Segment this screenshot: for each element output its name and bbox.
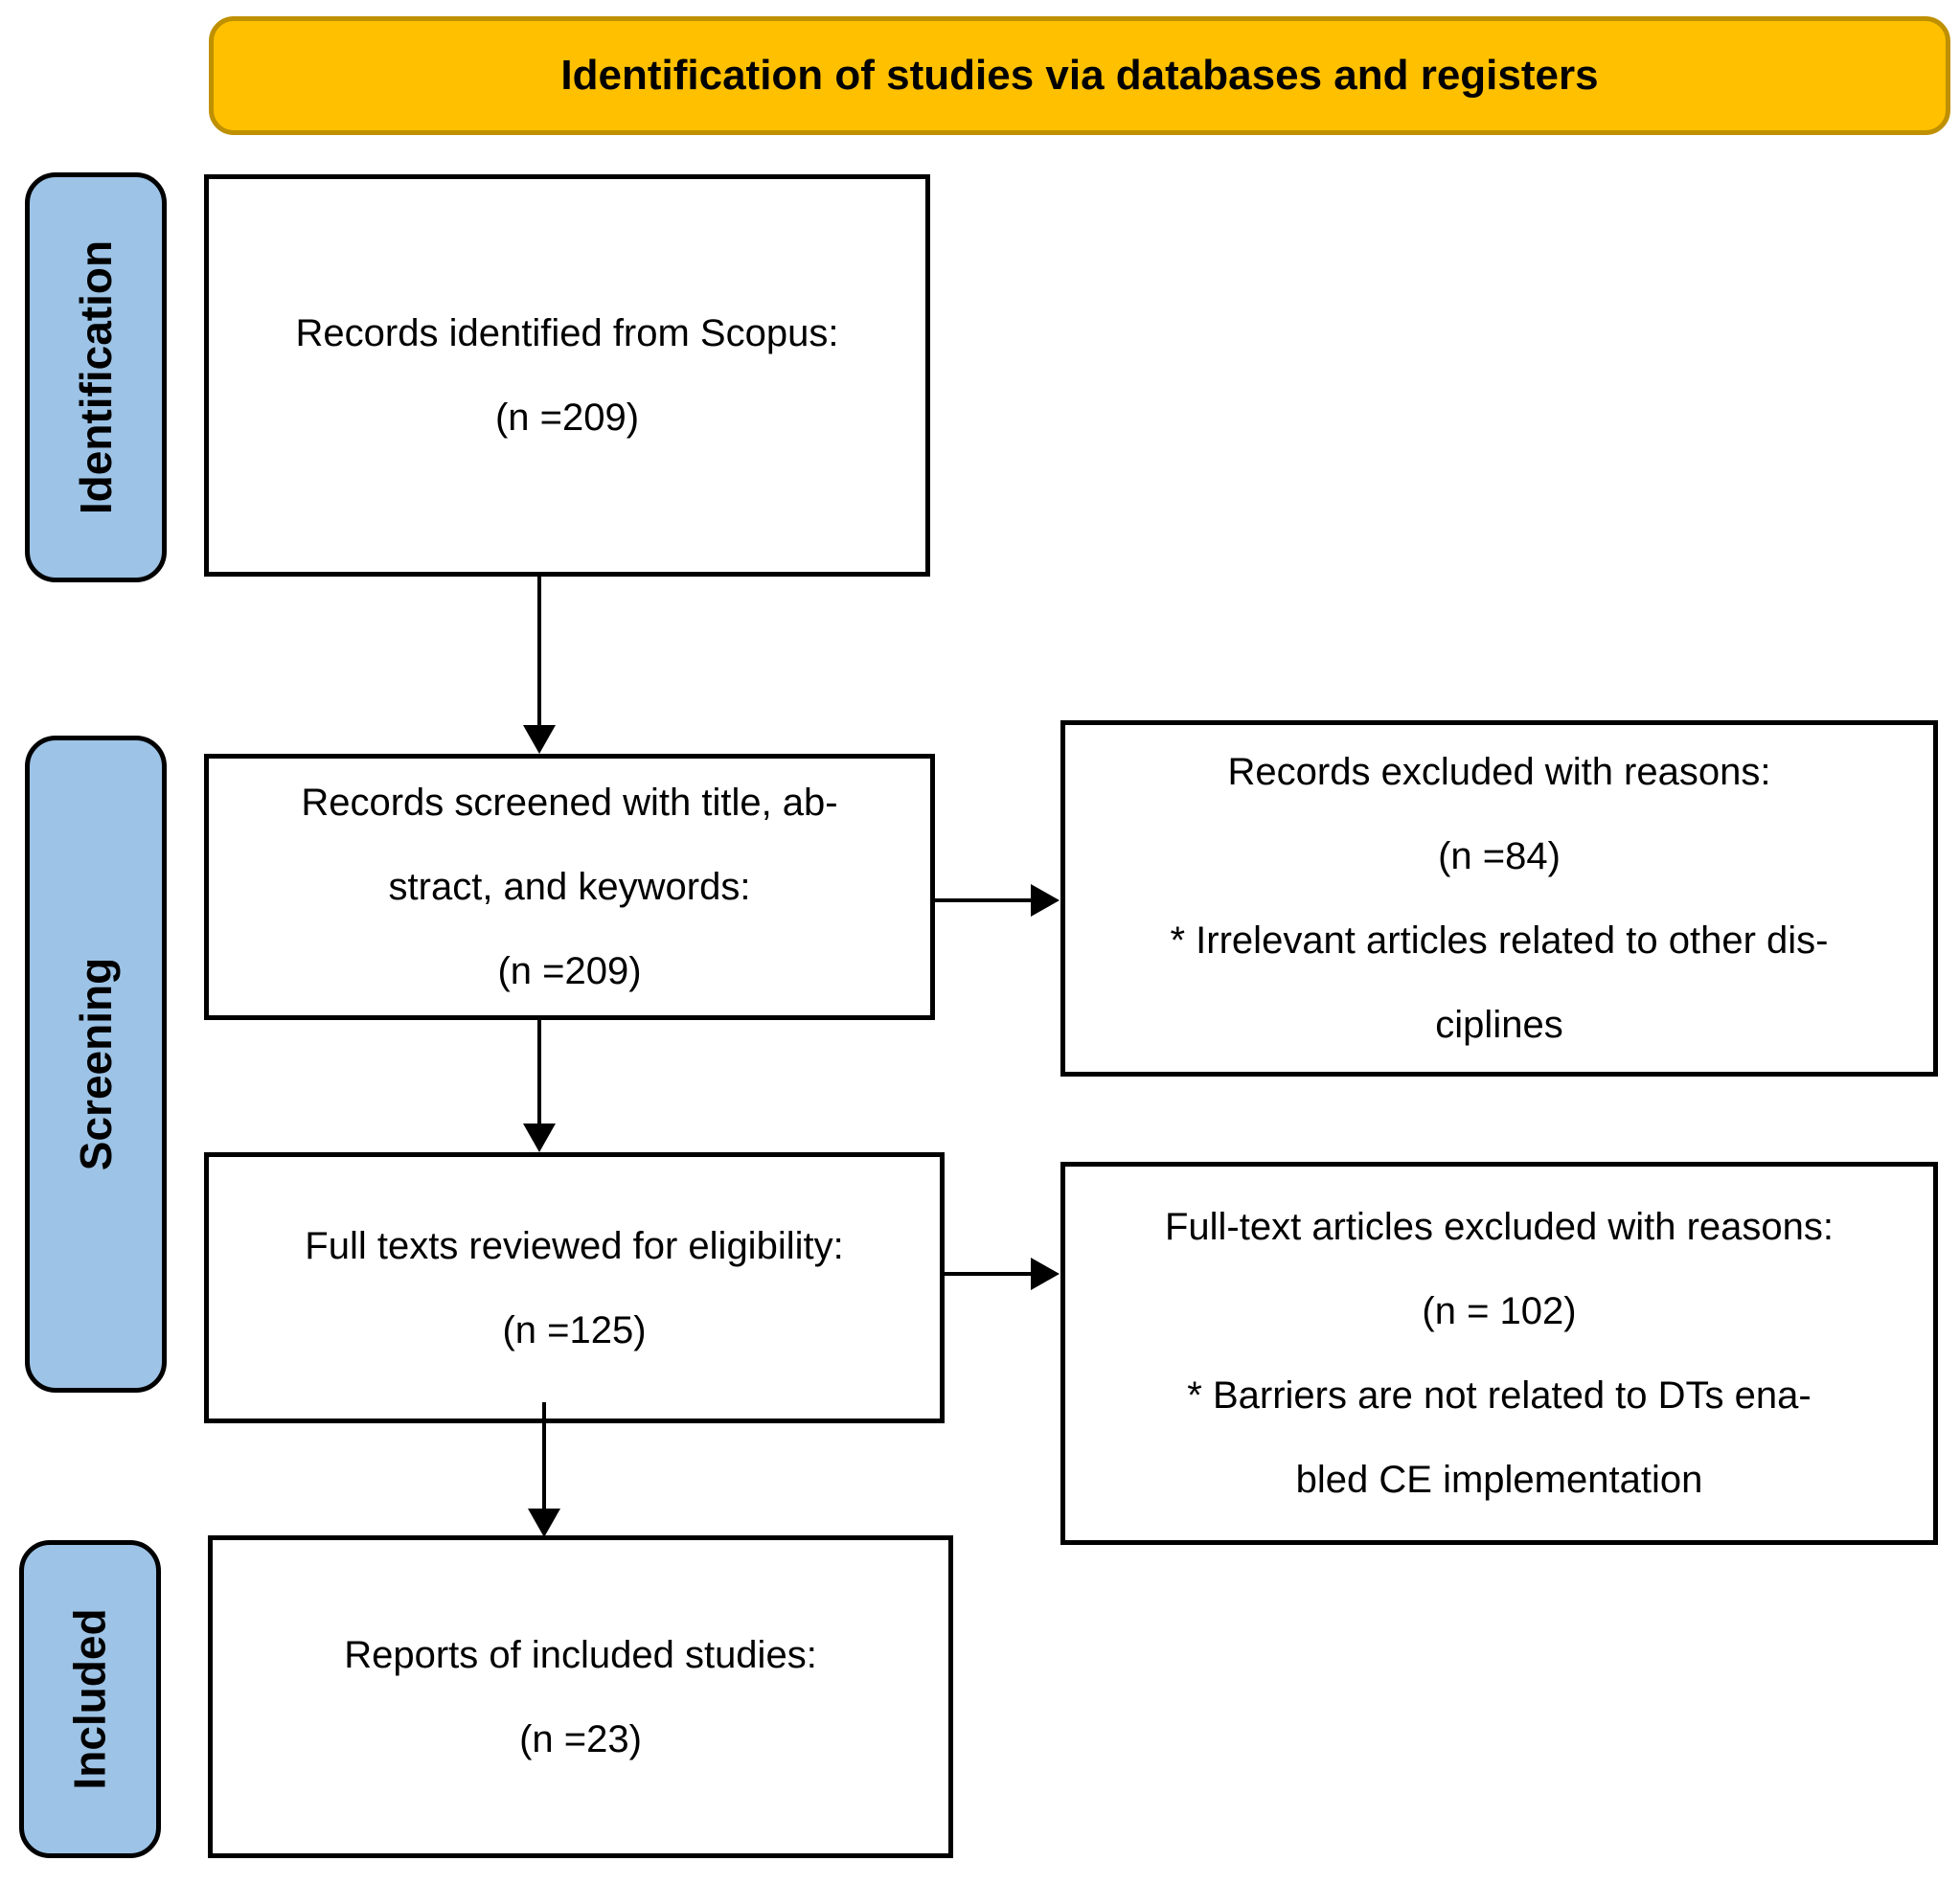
box-line: Reports of included studies:: [344, 1633, 817, 1676]
box-count: (n =209): [494, 397, 640, 439]
box-line: Records identified from Scopus:: [295, 312, 839, 354]
box-count: (n = 102): [1422, 1290, 1577, 1332]
arrow-identified-to-screened-line: [537, 577, 541, 727]
box-line: Records excluded with reasons:: [1227, 751, 1771, 793]
box-records-screened: Records screened with title, ab- stract,…: [204, 754, 935, 1020]
arrow-right-icon: [1031, 1258, 1060, 1290]
arrow-fulltext-to-included-line: [542, 1402, 546, 1510]
box-count: (n =84): [1438, 835, 1561, 877]
arrow-down-icon: [523, 1124, 556, 1152]
box-line: Full texts reviewed for eligibility:: [305, 1224, 844, 1267]
box-line: bled CE implementation: [1295, 1459, 1703, 1501]
box-line: ciplines: [1435, 1004, 1563, 1046]
header-title: Identification of studies via databases …: [560, 52, 1599, 99]
arrow-down-icon: [528, 1509, 560, 1537]
header-banner: Identification of studies via databases …: [209, 16, 1950, 135]
box-line: * Irrelevant articles related to other d…: [1170, 919, 1829, 962]
box-line: * Barriers are not related to DTs ena-: [1187, 1374, 1812, 1417]
stage-label-text: Included: [65, 1608, 115, 1790]
box-line: Records screened with title, ab-: [301, 782, 838, 824]
stage-label-included: Included: [19, 1540, 161, 1858]
arrow-screened-to-excluded-line: [935, 898, 1033, 902]
stage-label-screening: Screening: [25, 736, 167, 1393]
box-fulltext-reviewed: Full texts reviewed for eligibility: (n …: [204, 1152, 945, 1423]
stage-label-text: Screening: [71, 957, 122, 1171]
arrow-fulltext-to-excluded-line: [945, 1272, 1033, 1276]
box-reports-included: Reports of included studies: (n =23): [208, 1535, 953, 1858]
box-count: (n =209): [497, 950, 642, 992]
box-count: (n =125): [502, 1308, 647, 1351]
box-line: Full-text articles excluded with reasons…: [1164, 1206, 1835, 1248]
box-line: stract, and keywords:: [388, 866, 751, 908]
stage-label-identification: Identification: [25, 172, 167, 582]
stage-label-text: Identification: [71, 239, 122, 515]
box-records-excluded: Records excluded with reasons: (n =84) *…: [1060, 720, 1938, 1077]
arrow-screened-to-fulltext-line: [537, 1020, 541, 1125]
arrow-down-icon: [523, 725, 556, 754]
box-records-identified: Records identified from Scopus: (n =209): [204, 174, 930, 577]
box-fulltext-excluded: Full-text articles excluded with reasons…: [1060, 1162, 1938, 1545]
arrow-right-icon: [1031, 884, 1060, 917]
box-count: (n =23): [519, 1717, 642, 1760]
